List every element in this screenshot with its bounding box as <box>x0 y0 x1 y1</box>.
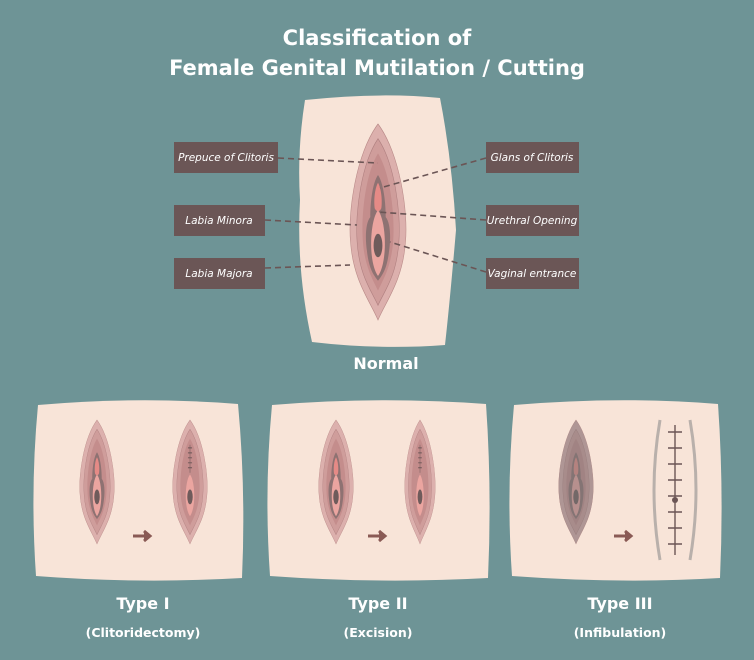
paper-background <box>509 400 722 581</box>
label-box-vaginal <box>486 258 579 289</box>
arrow-icon <box>368 529 388 543</box>
type-2-description: (Excision) <box>344 625 413 640</box>
label-labia-majora: Labia Majora <box>185 268 252 280</box>
type-1-panel: Type I (Clitoridectomy) <box>33 400 244 640</box>
label-urethral-opening: Urethral Opening <box>487 215 578 227</box>
label-box-glans <box>486 142 579 173</box>
label-box-urethral <box>486 205 579 236</box>
label-vaginal-entrance: Vaginal entrance <box>488 268 577 280</box>
title-line-2: Female Genital Mutilation / Cutting <box>169 56 585 80</box>
label-box-labia-majora <box>174 258 265 289</box>
type-2-panel: Type II (Excision) <box>267 400 490 640</box>
paper-background <box>267 400 490 581</box>
label-box-labia-minora <box>174 205 265 236</box>
type-3-panel: Type III (Infibulation) <box>509 400 722 640</box>
type-1-description: (Clitoridectomy) <box>86 625 201 640</box>
normal-caption: Normal <box>353 354 418 373</box>
arrow-icon <box>133 529 153 543</box>
type-3-before-illustration <box>558 419 594 545</box>
label-box-prepuce <box>174 142 278 173</box>
label-glans-of-clitoris: Glans of Clitoris <box>491 152 574 164</box>
label-labia-minora: Labia Minora <box>185 215 252 227</box>
type-3-description: (Infibulation) <box>574 625 667 640</box>
label-prepuce-of-clitoris: Prepuce of Clitoris <box>178 152 274 164</box>
normal-panel: Prepuce of Clitoris Labia Minora Labia M… <box>174 95 579 373</box>
arrow-icon <box>614 529 634 543</box>
title-line-1: Classification of <box>283 26 473 50</box>
type-3-after-illustration <box>652 419 698 561</box>
type-2-name: Type II <box>348 594 407 613</box>
paper-background <box>33 400 244 581</box>
type-1-name: Type I <box>116 594 169 613</box>
type-3-name: Type III <box>587 594 652 613</box>
